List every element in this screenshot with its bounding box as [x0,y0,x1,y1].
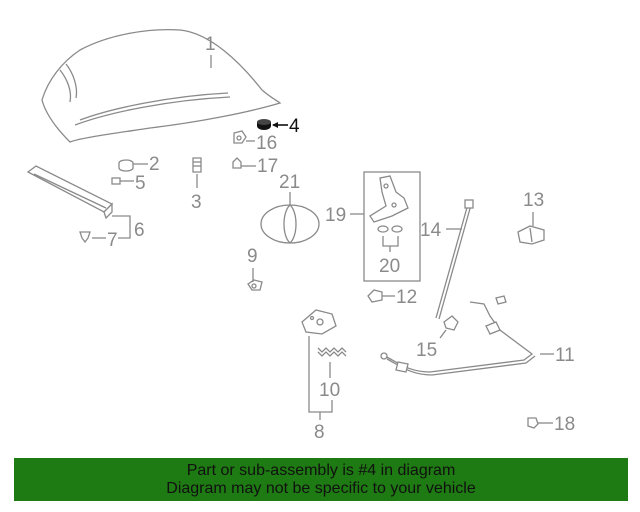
callout-16: 16 [256,133,277,154]
info-banner: Part or sub-assembly is #4 in diagram Di… [14,458,628,501]
part-10-spring [317,347,347,357]
callout-3: 3 [191,192,202,213]
part-8-hood-latch [301,309,337,335]
hood-panel [41,29,282,143]
callout-4: 4 [289,116,300,137]
part-7-clip [79,231,91,244]
part-4-bumper [257,119,271,130]
part-14-support-rod [435,199,474,320]
callout-10: 10 [319,380,340,401]
callout-1: 1 [205,34,216,55]
callout-9: 9 [247,246,258,267]
callout-5: 5 [135,173,146,194]
callout-7: 7 [107,230,118,251]
part-13-release-handle [517,225,545,245]
callout-21: 21 [279,172,300,193]
part-12-clip [367,289,383,303]
callout-2: 2 [149,154,160,175]
part-15-grommet [443,315,459,331]
callout-15: 15 [416,340,437,361]
callout-17: 17 [257,156,278,177]
part-5-clip [111,177,121,185]
banner-line-1: Part or sub-assembly is #4 in diagram [186,461,456,479]
part-16-clip [233,130,247,144]
callout-12: 12 [396,287,417,308]
part-2-cap [118,159,134,172]
part-18-clip [527,417,539,429]
callout-19: 19 [325,205,346,226]
part-9-bolt [247,279,263,291]
part-21-emblem [260,204,320,244]
part-11-release-cable [380,295,536,376]
callout-6: 6 [134,220,145,241]
callout-11: 11 [555,345,575,366]
callout-14: 14 [420,220,442,241]
callout-20: 20 [379,256,400,277]
part-6-weatherstrip [26,165,114,220]
part-20-bushing [377,225,403,233]
callout-18: 18 [554,414,575,435]
part-19-hood-hinge [369,175,409,223]
callout-13: 13 [523,190,544,211]
banner-line-2: Diagram may not be specific to your vehi… [166,479,476,497]
callout-8: 8 [314,422,325,443]
callout-group-box [363,171,421,282]
part-17-clip [232,157,242,169]
parts-diagram: 1 4 16 17 2 5 3 6 [26,29,575,443]
part-3-bumper [192,157,202,173]
